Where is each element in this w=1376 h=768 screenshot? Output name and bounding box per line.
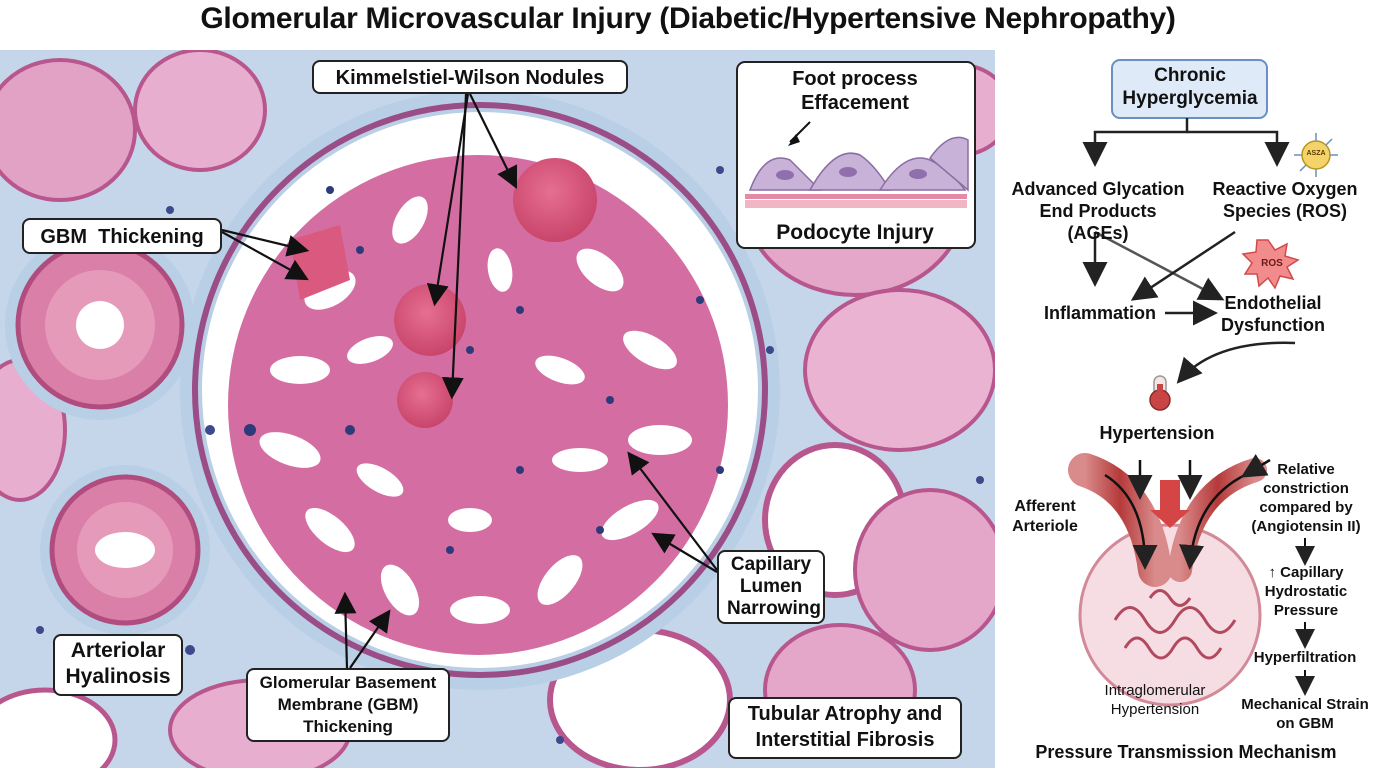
pathway-diagram: [1068, 59, 1338, 707]
arteriole-upper: [5, 230, 195, 420]
arteriolar-hyalinosis-label: Arteriolar Hyalinosis: [53, 634, 183, 696]
hyperfiltration-label: Hyperfiltration: [1253, 649, 1357, 666]
inflammation-node: Inflammation: [1043, 303, 1156, 323]
kw-nodule: [394, 284, 466, 356]
mechanism-title: Pressure Transmission Mechanism: [1035, 742, 1337, 762]
ros-burst-label: ROS: [1261, 258, 1283, 269]
hyperglycemia-box: [1111, 59, 1268, 119]
page-title: Glomerular Microvascular Injury (Diabeti…: [200, 2, 1176, 35]
capillary-narrowing-label: Capillary Lumen Narrowing: [717, 550, 825, 624]
kw-nodules-label: Kimmelstiel-Wilson Nodules: [312, 60, 628, 94]
gbm-thickening-label: GBM Thickening: [22, 218, 222, 254]
ages-node: Advanced Glycation End Products (AGEs): [1011, 179, 1185, 243]
mechanical-strain-label: Mechanical Strain on GBM: [1241, 696, 1369, 732]
relative-constriction-label: Relative constriction compared by (Angio…: [1251, 461, 1361, 535]
glomerulus-schematic: [1068, 453, 1267, 707]
molecule-icon: [1294, 133, 1338, 177]
gbm-full-label: Glomerular Basement Membrane (GBM) Thick…: [246, 668, 450, 742]
intraglomerular-htn-label: Intraglomerular Hypertension: [1104, 682, 1206, 718]
podocyte-inset: [736, 61, 976, 249]
thermometer-icon: [1149, 375, 1171, 411]
kw-nodule: [513, 158, 597, 242]
hypertension-node: Hypertension: [1099, 423, 1215, 443]
afferent-arteriole-label: Afferent Arteriole: [1012, 498, 1078, 535]
podocyte-injury-caption: Podocyte Injury: [776, 221, 934, 244]
molecule-icon-label: ASZA: [1306, 150, 1326, 157]
kw-nodule: [397, 372, 453, 428]
ros-node: Reactive Oxygen Species (ROS): [1212, 179, 1358, 221]
stroma-nuclei: [36, 166, 984, 744]
foot-process-label: Foot process Effacement: [792, 68, 918, 114]
arteriole-lower: [40, 465, 210, 635]
tubular-atrophy-label: Tubular Atrophy and Interstitial Fibrosi…: [728, 697, 962, 759]
glomerulus: [180, 90, 780, 690]
chronic-hyperglycemia-node: Chronic Hyperglycemia: [1122, 65, 1258, 109]
endothelial-dysfunction-node: Endothelial Dysfunction: [1220, 293, 1325, 335]
capillary-pressure-label: ↑ Capillary Hydrostatic Pressure: [1264, 564, 1348, 619]
ros-burst-icon: [1241, 239, 1300, 290]
